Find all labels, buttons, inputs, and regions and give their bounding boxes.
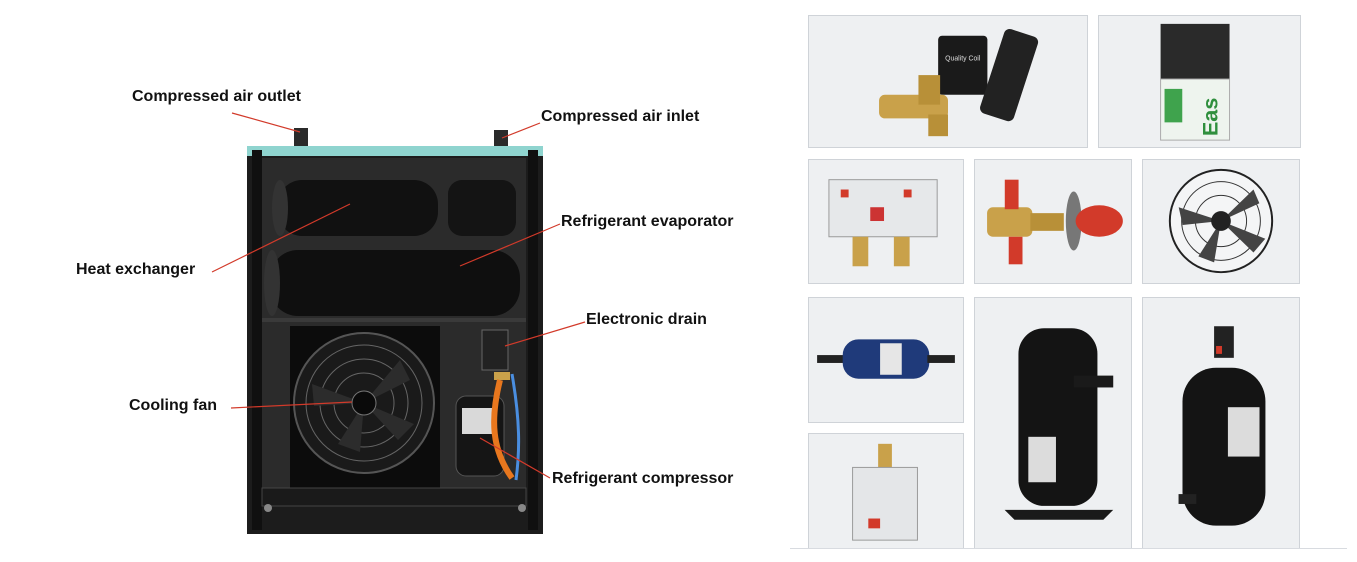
tile-rotary-compressor <box>1142 297 1300 549</box>
tile-expansion-valve <box>974 159 1132 284</box>
single-pressure-switch-icon <box>852 443 918 541</box>
leader-air-outlet <box>231 112 301 133</box>
axial-fan-icon <box>1168 168 1274 274</box>
pressure-switch-icon <box>828 179 938 267</box>
label-air-inlet: Compressed air inlet <box>541 108 700 125</box>
label-drain: Electronic drain <box>586 311 707 328</box>
label-fan: Cooling fan <box>129 397 217 414</box>
tile-axial-fan <box>1142 159 1300 284</box>
tile-single-pressure-switch <box>808 433 964 549</box>
contactor-icon: Eas <box>1160 23 1231 141</box>
filter-drier-icon <box>817 339 955 379</box>
component-gallery: Quality Coil Eas <box>790 0 1357 562</box>
tile-solenoid-valve: Quality Coil <box>808 15 1088 148</box>
label-evaporator: Refrigerant evaporator <box>561 213 734 230</box>
leader-heat-exchanger <box>211 203 351 273</box>
leader-evaporator <box>459 223 561 267</box>
rotary-compressor-icon <box>1178 326 1266 526</box>
dryer-diagram: Compressed air outlet Compressed air inl… <box>76 88 734 534</box>
tile-filter-drier <box>808 297 964 423</box>
label-compressor: Refrigerant compressor <box>552 470 734 487</box>
tile-contactor: Eas <box>1098 15 1301 148</box>
solenoid-valve-icon: Quality Coil <box>879 29 1039 137</box>
leader-compressor <box>479 437 551 479</box>
valve-coil-text: Quality Coil <box>945 55 981 62</box>
tile-pressure-switch <box>808 159 964 284</box>
leader-fan <box>230 401 353 409</box>
gallery-baseline <box>790 548 1347 549</box>
label-air-outlet: Compressed air outlet <box>132 88 301 105</box>
leader-drain <box>504 321 586 347</box>
tile-scroll-compressor <box>974 297 1132 549</box>
dryer-cabinet-illustration <box>211 112 586 534</box>
expansion-valve-icon <box>987 179 1123 265</box>
label-heat-exchanger: Heat exchanger <box>76 261 196 278</box>
contactor-brand-text: Eas <box>1198 98 1223 137</box>
scroll-compressor-icon <box>1004 328 1114 520</box>
leader-air-inlet <box>501 122 541 139</box>
